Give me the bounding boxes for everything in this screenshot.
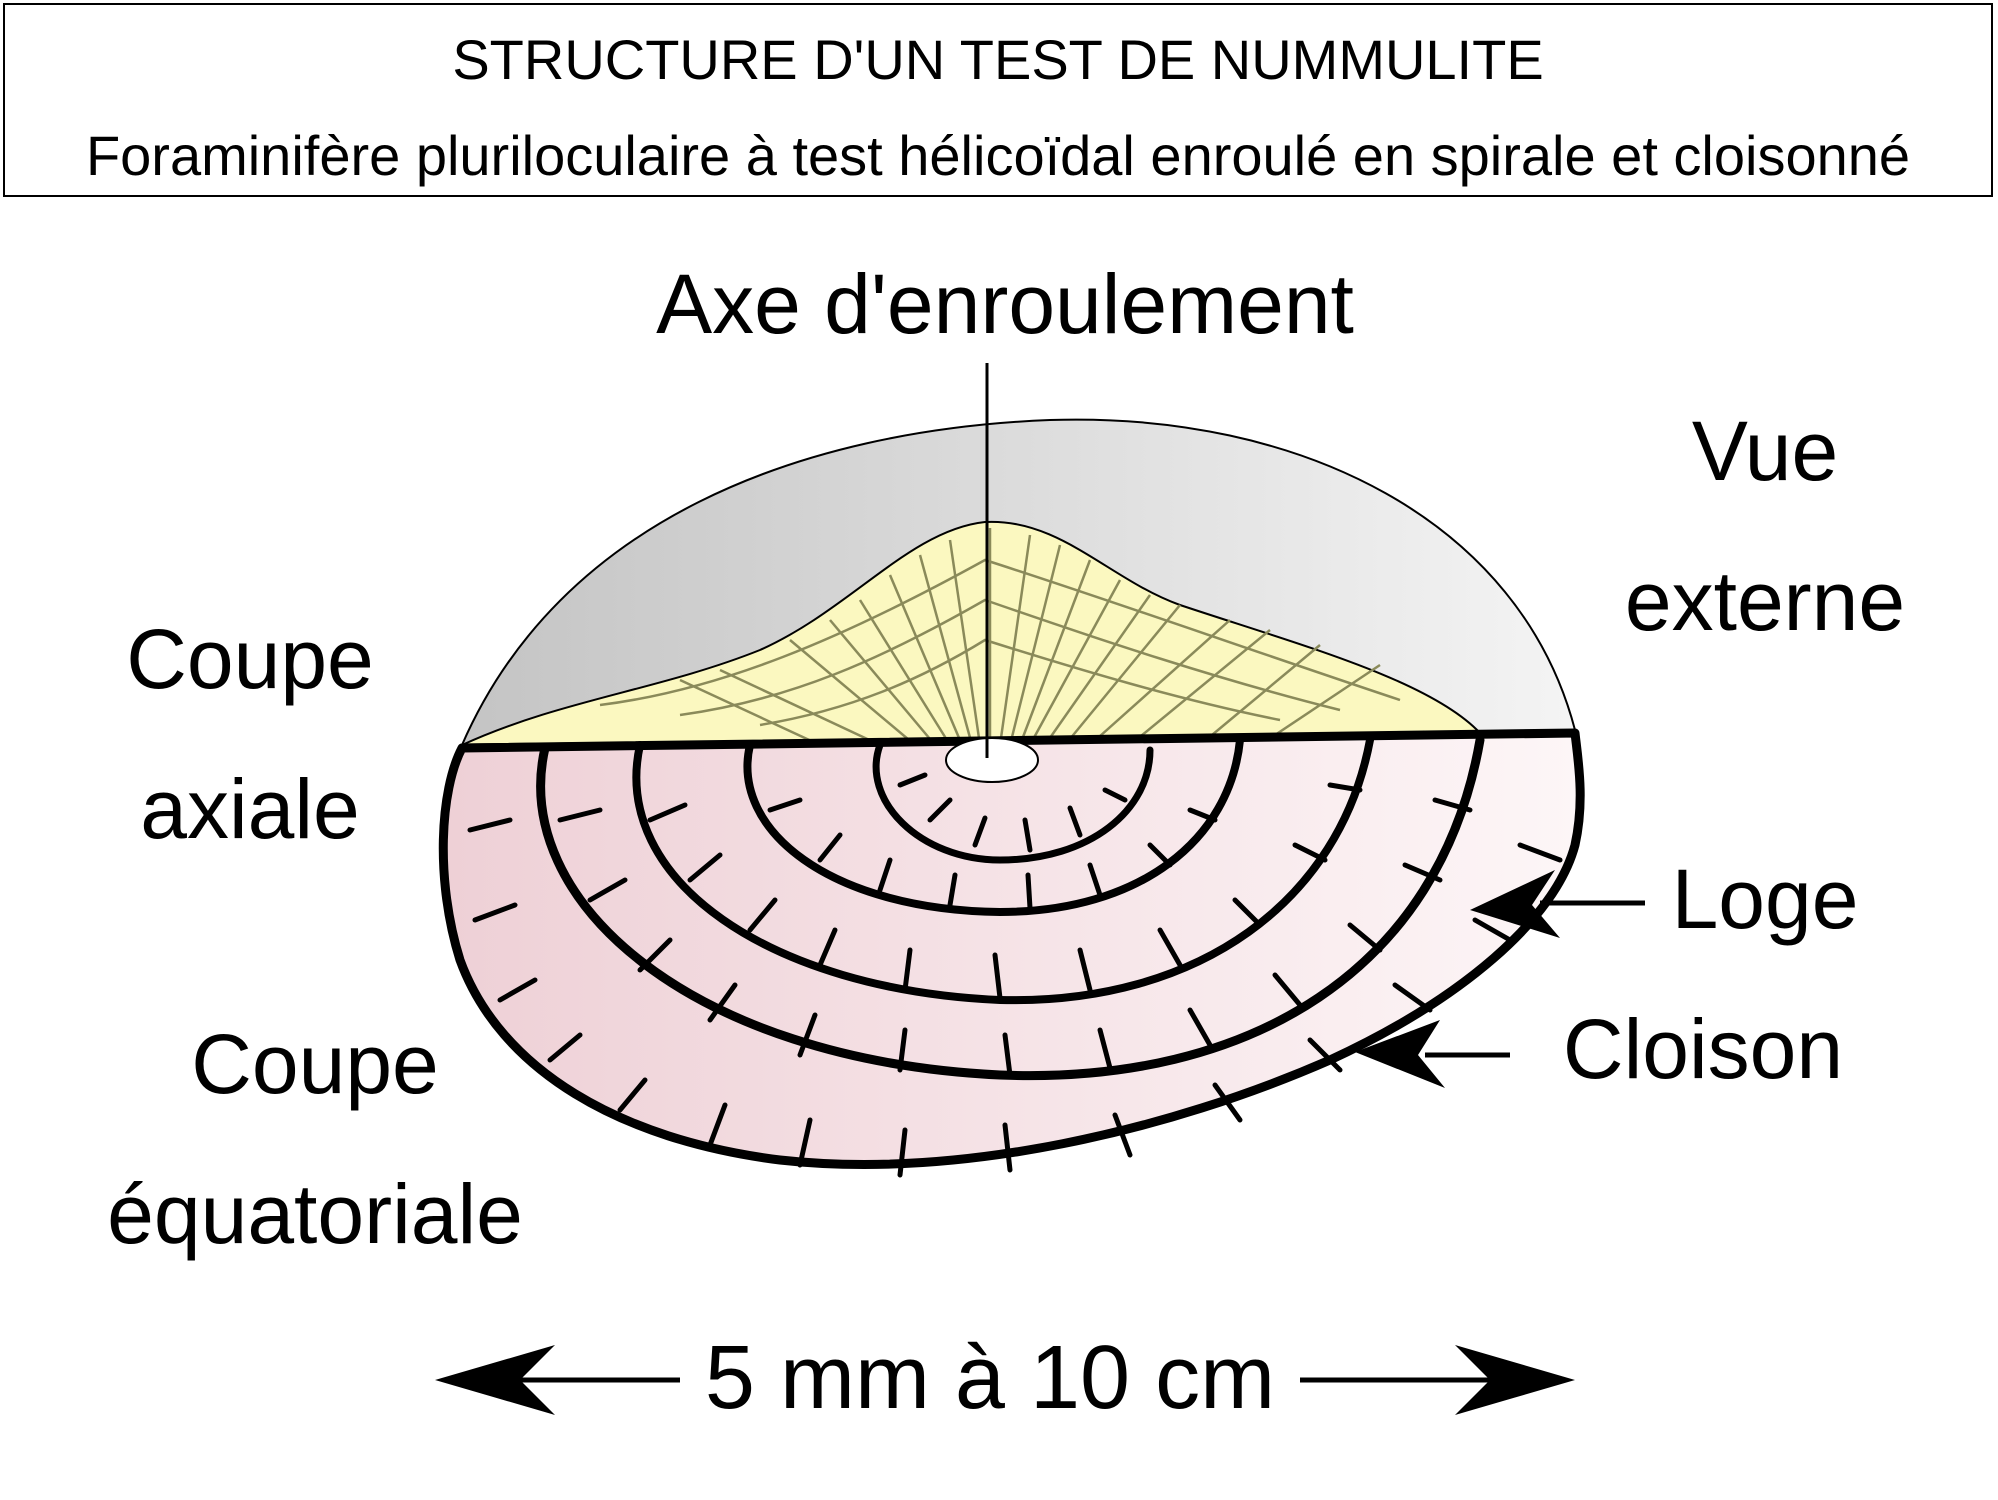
axial-section-lines (599, 528, 1401, 747)
size-range-label: 5 mm à 10 cm (705, 1328, 1275, 1428)
whorl-2 (743, 736, 1244, 917)
size-arrow (435, 1345, 1575, 1415)
cloison-label: Cloison (1563, 1002, 1843, 1096)
axial-section-label-2: axiale (140, 762, 359, 856)
axis-label: Axe d'enroulement (656, 257, 1354, 351)
external-view-label-2: externe (1625, 554, 1905, 648)
protoconch (945, 737, 1039, 783)
equatorial-section (438, 728, 1585, 1169)
diagram-subtitle: Foraminifère pluriloculaire à test hélic… (85, 124, 1911, 187)
external-view-label-1: Vue (1692, 404, 1838, 498)
axial-section-label-1: Coupe (126, 612, 374, 706)
section-plane-line (461, 731, 1579, 747)
loge-label: Loge (1672, 852, 1859, 946)
whorl-1 (872, 741, 1154, 864)
diagram-title: STRUCTURE D'UN TEST DE NUMMULITE (452, 28, 1544, 91)
whorl-4 (536, 735, 1485, 1081)
loge-arrow (1470, 870, 1645, 938)
axial-section (461, 520, 1483, 746)
title-box: STRUCTURE D'UN TEST DE NUMMULITE Foramin… (3, 3, 1993, 197)
equatorial-section-label-2: équatoriale (107, 1167, 523, 1261)
equatorial-section-label-1: Coupe (191, 1017, 439, 1111)
cloison-arrow (1355, 1020, 1510, 1088)
septa (467, 772, 1563, 1178)
spiral-whorls (536, 735, 1485, 1081)
